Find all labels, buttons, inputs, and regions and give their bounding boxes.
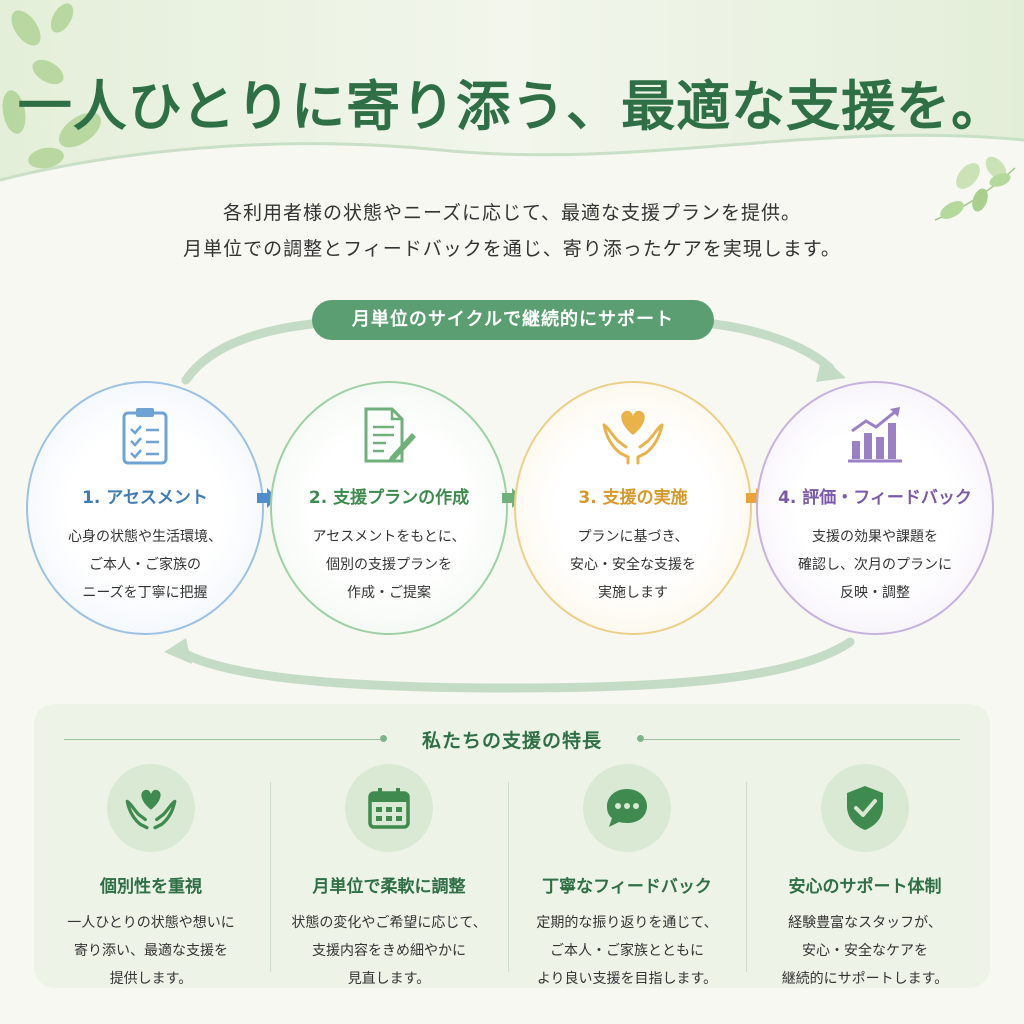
feature-description-line: 定期的な振り返りを通じて、 (536, 915, 718, 931)
column-divider (270, 782, 271, 972)
step-title: 4. 評価・フィードバック (778, 488, 972, 508)
feature-description-line: ご本人・ご家族とともに (550, 943, 704, 959)
page-title: 一人ひとりに寄り添う、最適な支援を。 (17, 74, 1007, 138)
corner-leaf-icon (934, 167, 1016, 221)
feature-description-line: 見直します。 (347, 971, 431, 987)
features-heading: 私たちの支援の特長 (421, 730, 602, 752)
step-description-line: ご本人・ご家族の (89, 557, 201, 573)
feature-description: 一人ひとりの状態や想いに 寄り添い、最適な支援を 提供します。 (34, 909, 268, 993)
feature-description-line: 安心・安全なケアを (802, 943, 928, 959)
step-title: 3. 支援の実施 (578, 488, 688, 508)
feature-description-line: 提供します。 (109, 971, 193, 987)
step-description-line: アセスメントをもとに、 (312, 529, 466, 545)
step-description-line: 支援の効果や課題を (812, 529, 938, 545)
step-description-line: 個別の支援プランを (326, 557, 452, 573)
features-panel: 私たちの支援の特長 個別性を重視 一人ひとりの状態や想いに 寄り添い、最適な支援… (34, 704, 990, 988)
feature-description-line: 寄り添い、最適な支援を (74, 943, 228, 959)
feature-title: 安心のサポート体制 (788, 877, 942, 897)
step-description-line: プランに基づき、 (577, 529, 689, 545)
shield-check-icon (821, 764, 909, 852)
feature-support-system: 安心のサポート体制 経験豊富なスタッフが、 安心・安全なケアを 継続的にサポート… (748, 764, 982, 987)
column-divider (508, 782, 509, 972)
feature-careful-feedback: 丁寧なフィードバック 定期的な振り返りを通じて、 ご本人・ご家族とともに より良… (510, 764, 744, 987)
calendar-icon (345, 764, 433, 852)
feature-individuality: 個別性を重視 一人ひとりの状態や想いに 寄り添い、最適な支援を 提供します。 (34, 764, 268, 987)
step-description-line: 反映・調整 (840, 585, 910, 601)
clipboard-checklist-icon (28, 405, 262, 467)
step-title: 2. 支援プランの作成 (308, 488, 470, 508)
cycle-label: 月単位のサイクルで継続的にサポート (312, 300, 714, 340)
divider (64, 739, 380, 740)
step-description-line: 心身の状態や生活環境、 (68, 529, 222, 545)
page-subtitle-line-1: 各利用者様の状態やニーズに応じて、最適な支援プランを提供。 (222, 202, 802, 224)
step-description: 支援の効果や課題を 確認し、次月のプランに 反映・調整 (774, 523, 976, 607)
step-description-line: 作成・ご提案 (347, 585, 431, 601)
feature-description: 状態の変化やご希望に応じて、 支援内容をきめ細やかに 見直します。 (272, 909, 506, 993)
step-evaluation-feedback: 4. 評価・フィードバック 支援の効果や課題を 確認し、次月のプランに 反映・調… (756, 381, 994, 635)
step-description-line: 確認し、次月のプランに (798, 557, 952, 573)
step-title: 1. アセスメント (82, 488, 208, 508)
chat-bubble-icon (583, 764, 671, 852)
page-subtitle-line-2: 月単位での調整とフィードバックを通じ、寄り添ったケアを実現します。 (183, 238, 841, 260)
feature-description: 定期的な振り返りを通じて、 ご本人・ご家族とともに より良い支援を目指します。 (510, 909, 744, 993)
feature-description-line: 支援内容をきめ細やかに (312, 943, 466, 959)
divider (644, 739, 960, 740)
step-description: プランに基づき、 安心・安全な支援を 実施します (532, 523, 734, 607)
hands-heart-icon (107, 764, 195, 852)
bar-chart-icon (758, 405, 992, 467)
feature-description: 経験豊富なスタッフが、 安心・安全なケアを 継続的にサポートします。 (748, 909, 982, 993)
feature-description-line: 継続的にサポートします。 (781, 971, 949, 987)
step-implementation: 3. 支援の実施 プランに基づき、 安心・安全な支援を 実施します (514, 381, 752, 635)
feature-monthly-adjustment: 月単位で柔軟に調整 状態の変化やご希望に応じて、 支援内容をきめ細やかに 見直し… (272, 764, 506, 987)
step-description-line: 安心・安全な支援を (570, 557, 696, 573)
step-description: アセスメントをもとに、 個別の支援プランを 作成・ご提案 (288, 523, 490, 607)
step-assessment: 1. アセスメント 心身の状態や生活環境、 ご本人・ご家族の ニーズを丁寧に把握 (26, 381, 264, 635)
step-description: 心身の状態や生活環境、 ご本人・ご家族の ニーズを丁寧に把握 (44, 523, 246, 607)
feature-title: 月単位で柔軟に調整 (312, 877, 466, 897)
hands-heart-icon (516, 405, 750, 467)
divider-dot (380, 735, 387, 742)
feature-description-line: 一人ひとりの状態や想いに (67, 915, 235, 931)
feature-description-line: 経験豊富なスタッフが、 (788, 915, 942, 931)
feature-description-line: 状態の変化やご希望に応じて、 (291, 915, 487, 931)
header-leaf-decoration (0, 0, 1024, 189)
feature-title: 丁寧なフィードバック (542, 877, 712, 897)
step-plan-creation: 2. 支援プランの作成 アセスメントをもとに、 個別の支援プランを 作成・ご提案 (270, 381, 508, 635)
divider-dot (637, 735, 644, 742)
step-description-line: ニーズを丁寧に把握 (82, 585, 208, 601)
step-description-line: 実施します (598, 585, 668, 601)
column-divider (746, 782, 747, 972)
feature-title: 個別性を重視 (100, 877, 202, 897)
document-pen-icon (272, 405, 506, 467)
feature-description-line: より良い支援を目指します。 (536, 971, 718, 987)
